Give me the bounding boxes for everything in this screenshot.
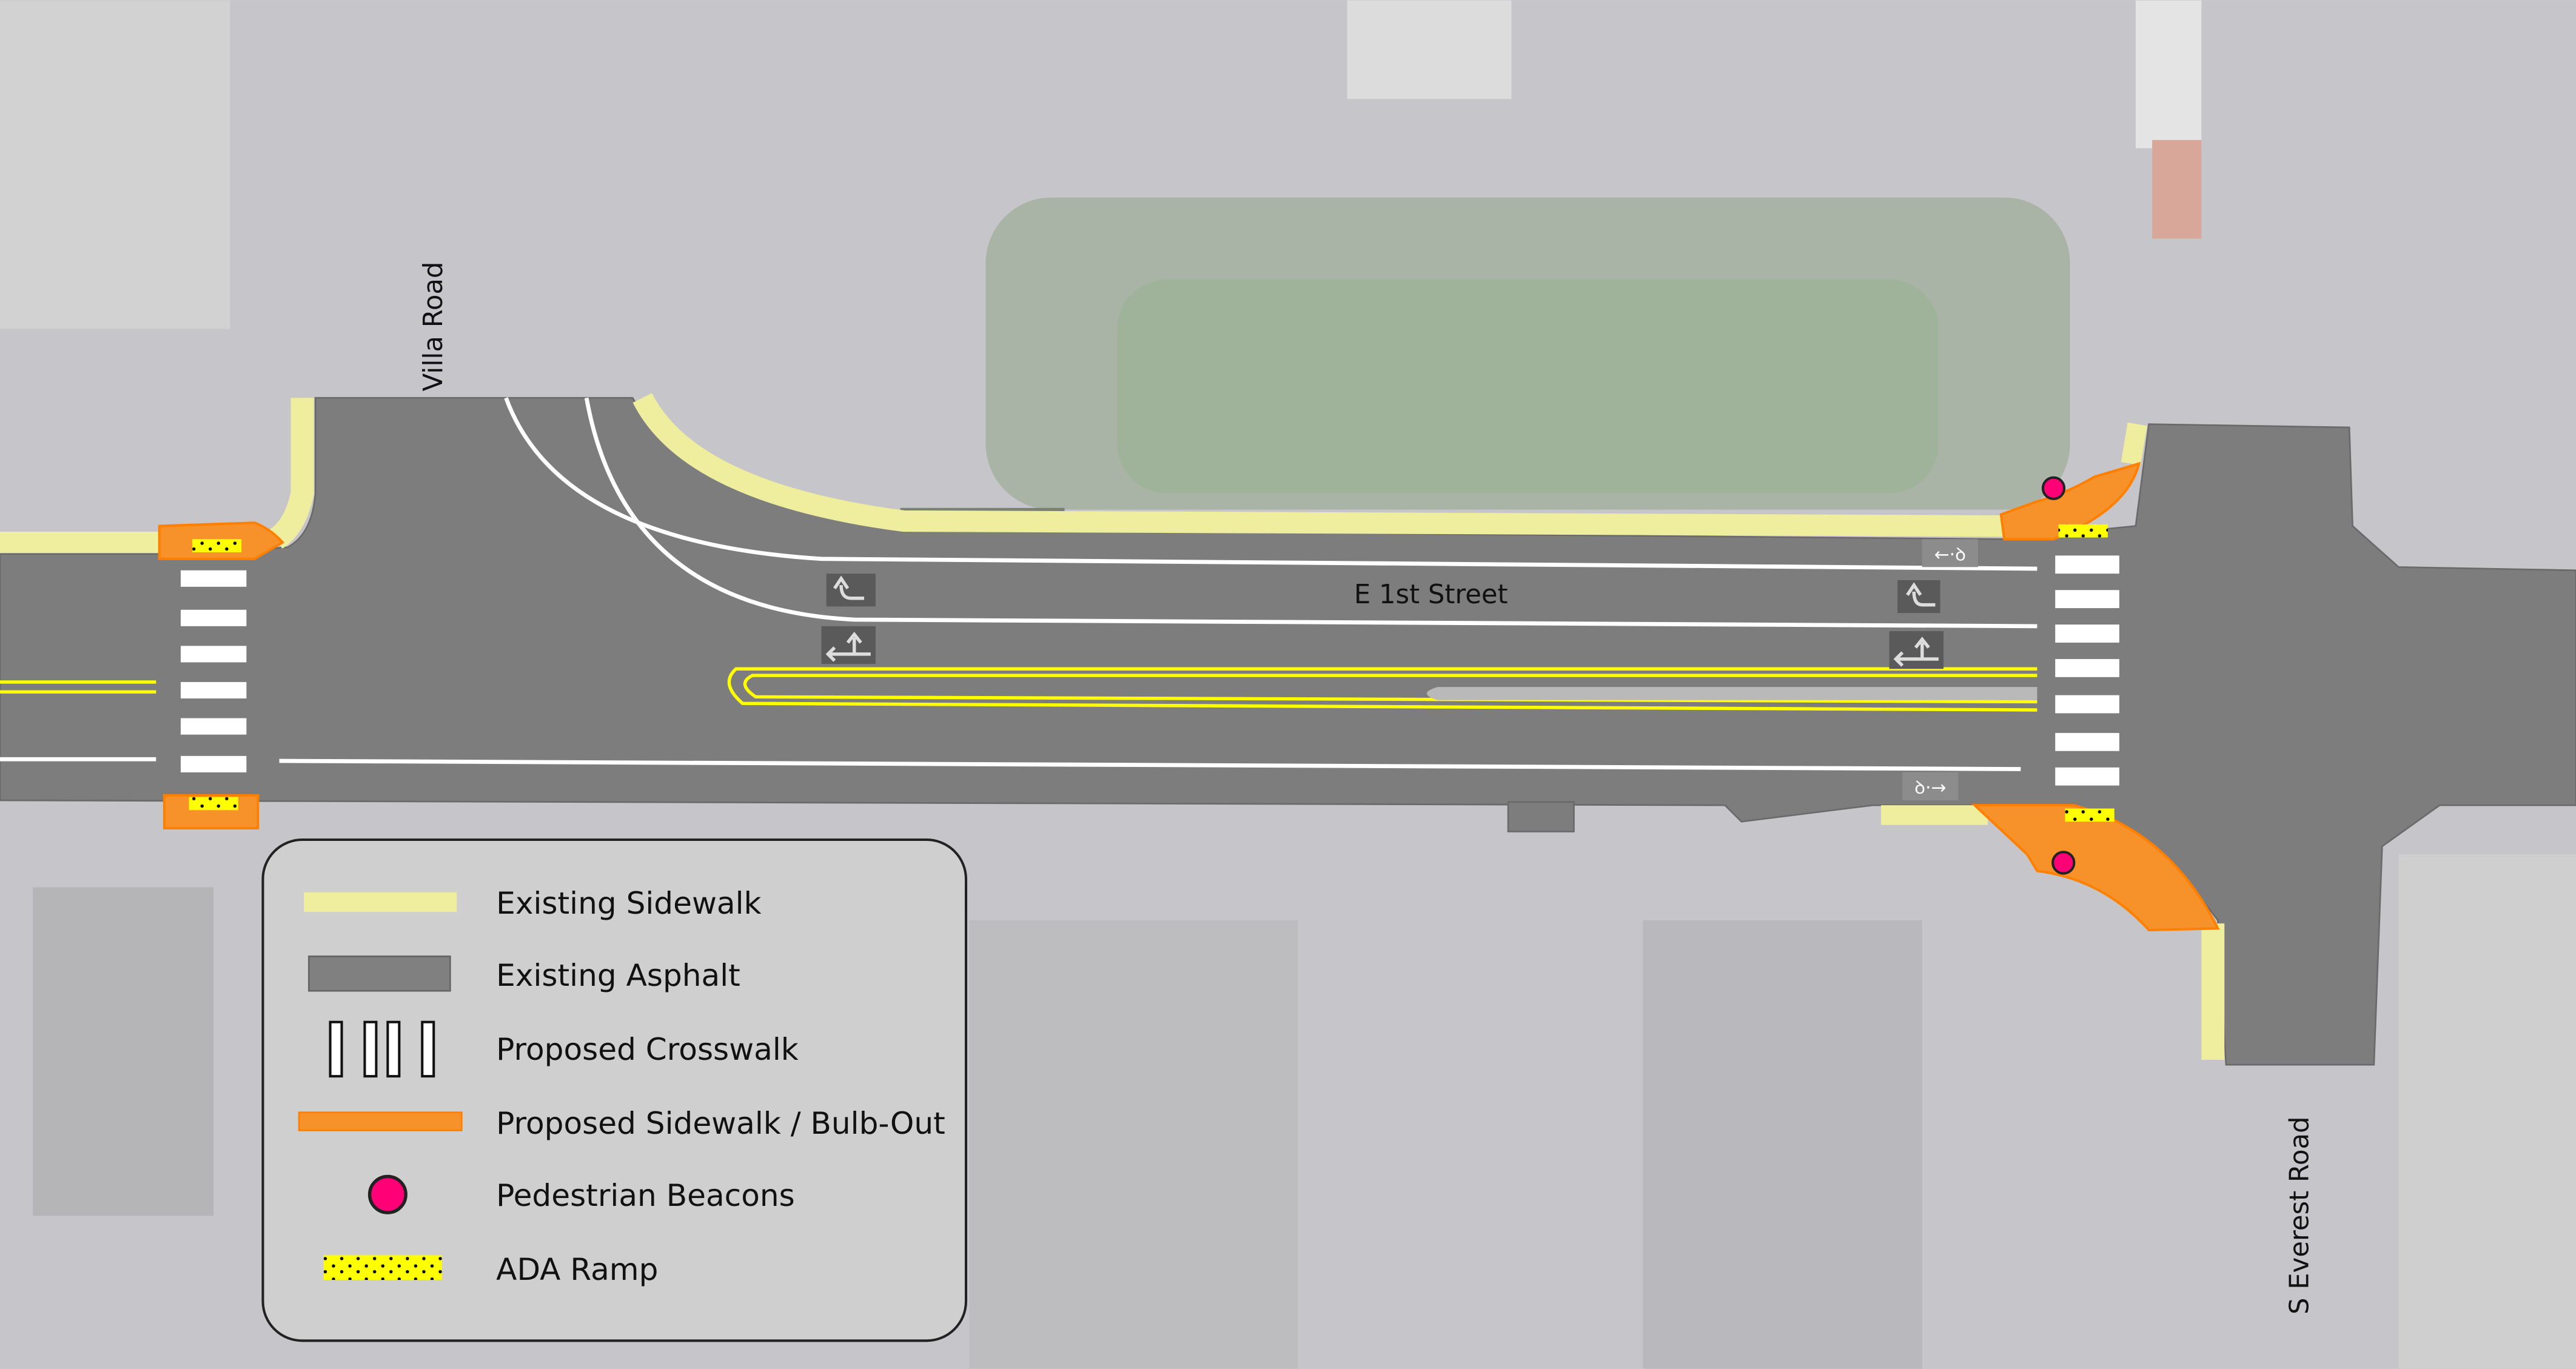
bike-lane-marking-icon: ←·ꝺ xyxy=(1934,544,1966,565)
bulb-out-southwest xyxy=(163,794,260,830)
pedestrian-beacons xyxy=(2041,476,2076,875)
left-through-arrow-icon xyxy=(825,632,871,662)
left-turn-arrow-icon xyxy=(833,575,865,600)
legend-swatch-existing-asphalt xyxy=(307,956,451,992)
legend-label: ADA Ramp xyxy=(496,1251,658,1287)
pedestrian-beacon-icon xyxy=(2041,476,2066,500)
map-legend: Existing Sidewalk Existing Asphalt Propo… xyxy=(261,838,968,1342)
street-label-e-1st-street: E 1st Street xyxy=(1354,580,1508,610)
ada-ramps xyxy=(189,524,2115,822)
legend-label: Existing Sidewalk xyxy=(496,885,761,921)
existing-sidewalk xyxy=(0,393,2225,1060)
legend-label: Proposed Sidewalk / Bulb-Out xyxy=(496,1105,945,1141)
street-label-villa-road: Villa Road xyxy=(418,262,449,392)
legend-label: Proposed Crosswalk xyxy=(496,1031,799,1067)
legend-label: Existing Asphalt xyxy=(496,957,740,993)
proposed-crosswalk-west xyxy=(181,570,247,772)
bike-lane-marking-icon: ꝺ·→ xyxy=(1914,777,1946,798)
lane-markings xyxy=(0,397,2038,771)
turn-arrow-markings: ←·ꝺ ꝺ·→ xyxy=(821,539,1978,800)
left-through-arrow-icon xyxy=(1893,637,1939,667)
legend-swatch-crosswalk xyxy=(329,1020,435,1078)
legend-swatch-pedestrian-beacon-icon xyxy=(367,1174,408,1214)
pedestrian-beacon-icon xyxy=(2051,851,2076,875)
legend-swatch-ada-ramp xyxy=(323,1255,442,1280)
legend-swatch-existing-sidewalk xyxy=(304,892,457,912)
bulb-out-southeast xyxy=(1971,804,2220,932)
street-label-s-everest-road: S Everest Road xyxy=(2284,1116,2315,1314)
legend-swatch-proposed-sidewalk xyxy=(298,1111,463,1131)
legend-label: Pedestrian Beacons xyxy=(496,1177,795,1213)
proposed-crosswalk-east xyxy=(2055,555,2119,786)
left-turn-arrow-icon xyxy=(1906,582,1936,607)
